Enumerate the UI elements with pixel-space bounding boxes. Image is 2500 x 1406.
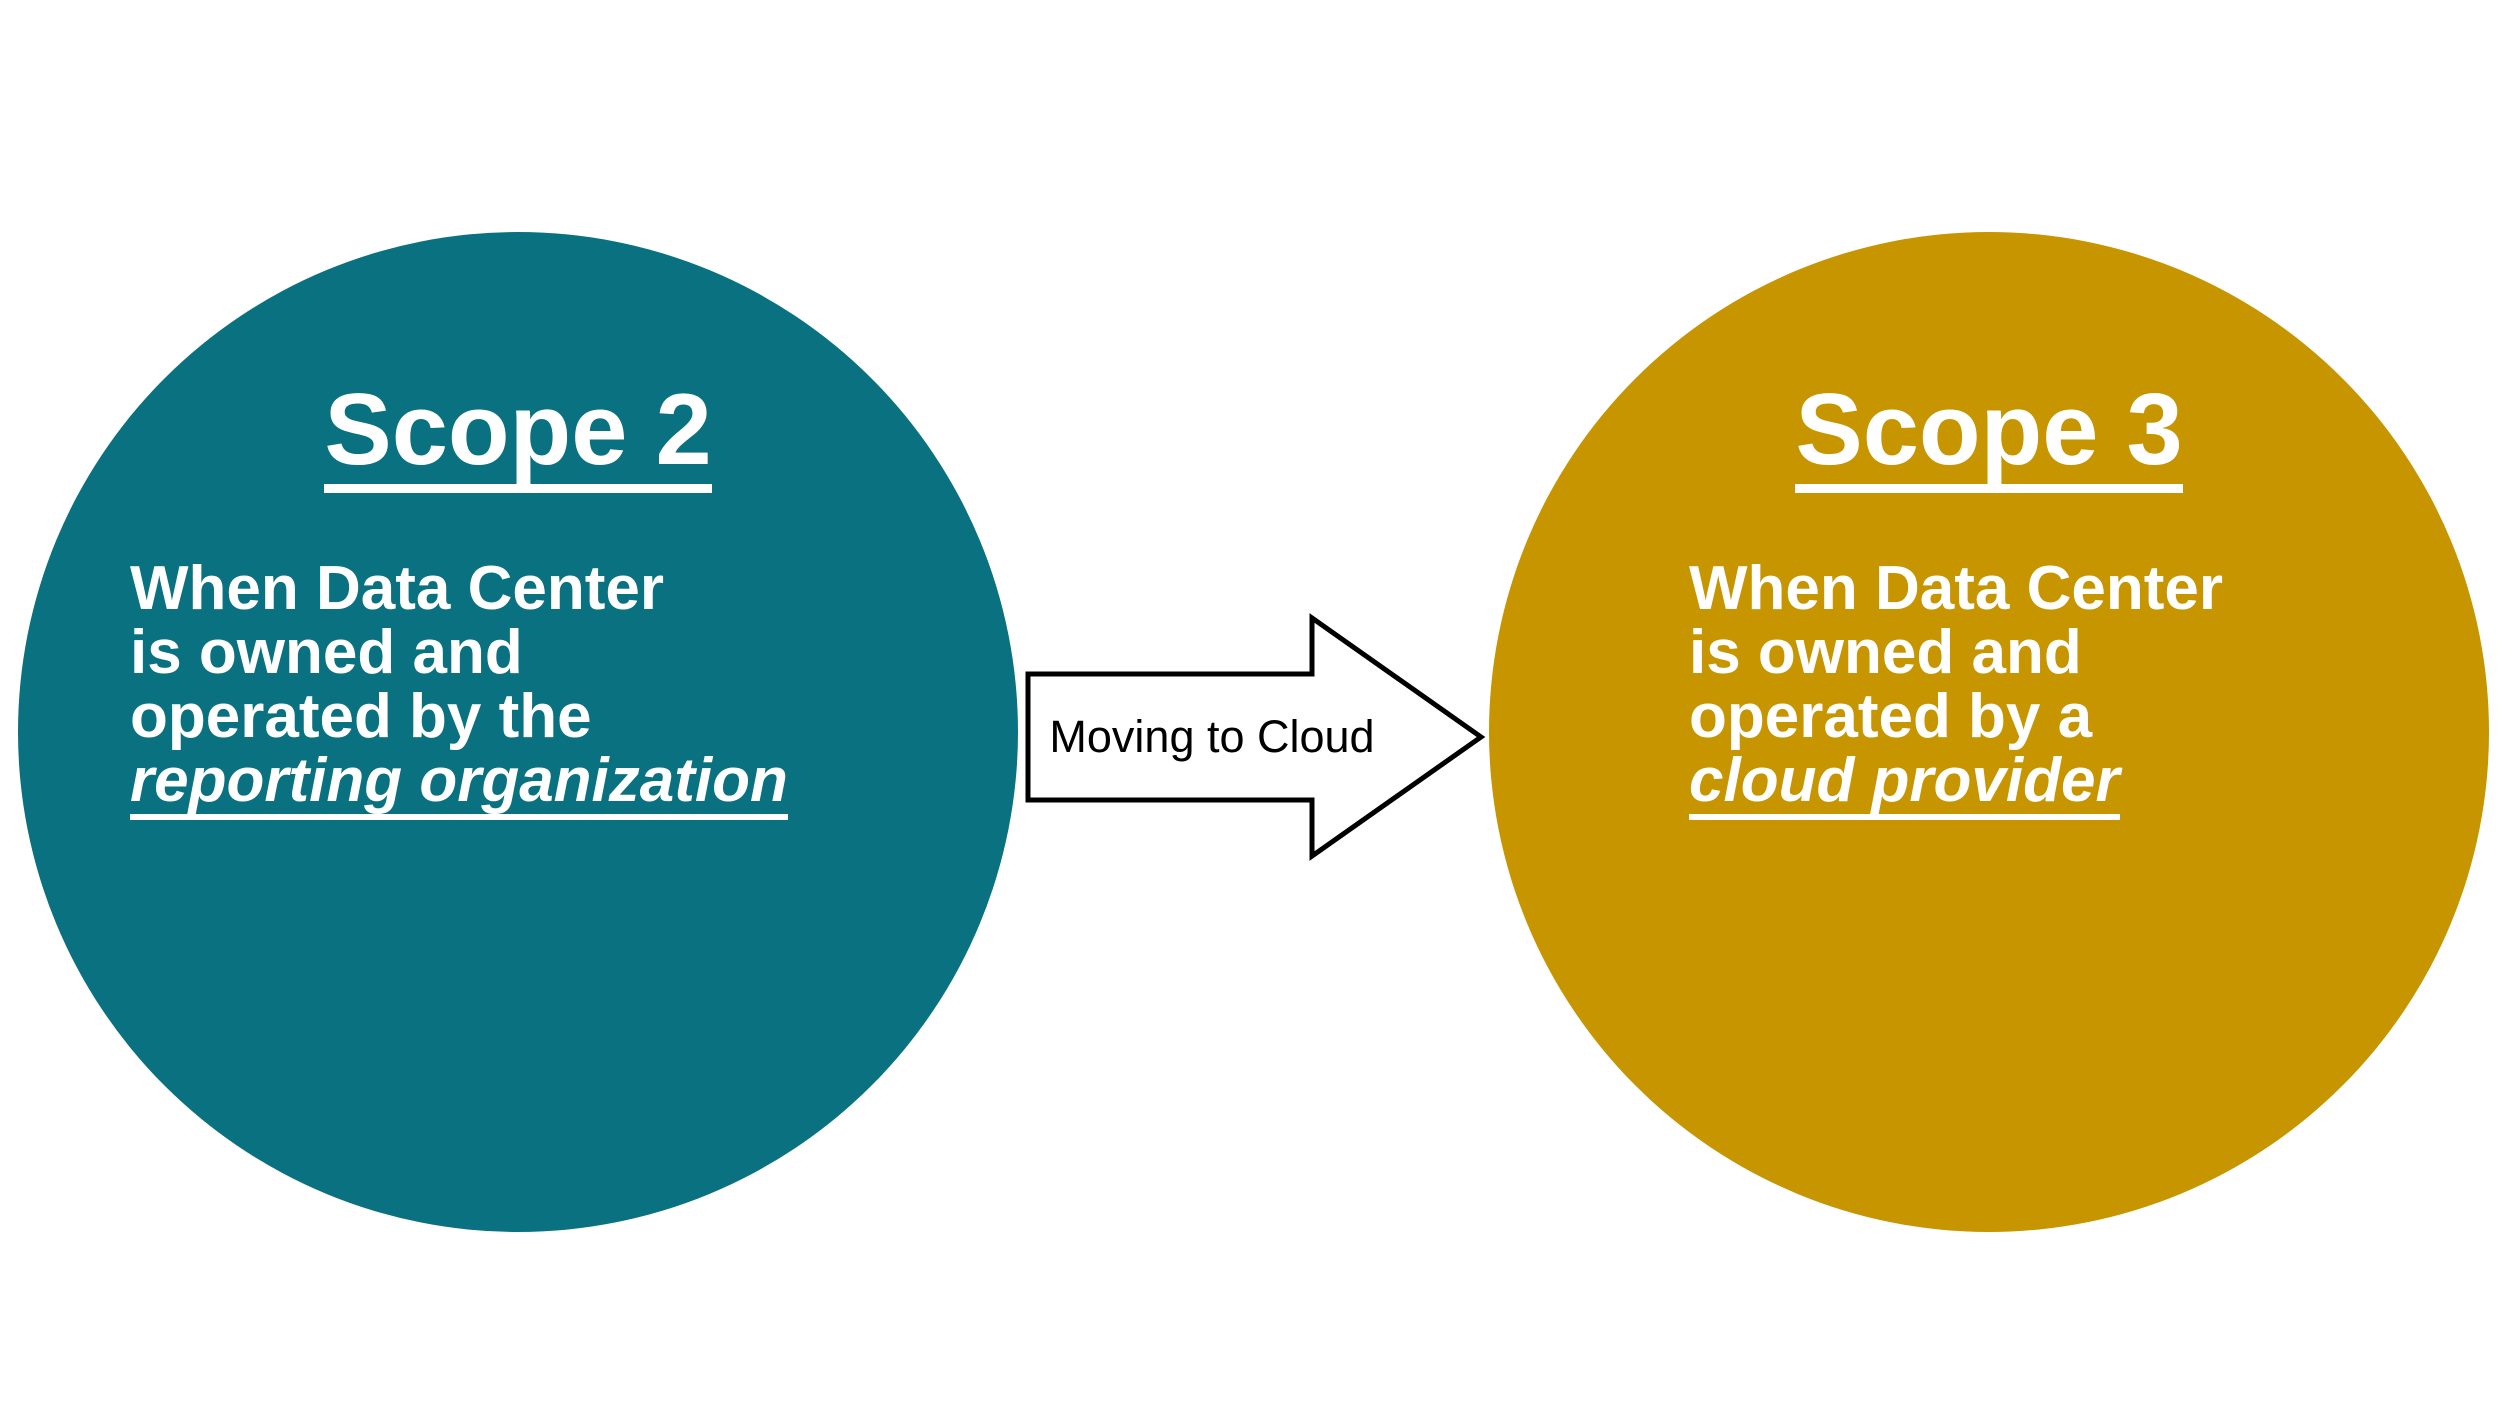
scope3-title-text: Scope 3 xyxy=(1795,380,2183,493)
scope2-body-line-3: operated by the xyxy=(130,682,592,751)
scope2-emphasis-wrap: reporting organization xyxy=(130,749,788,820)
arrow-shape xyxy=(1025,613,1486,861)
block-arrow-icon xyxy=(1025,613,1486,861)
scope2-body-line-1: When Data Center xyxy=(130,554,664,623)
scope2-emphasis-text: reporting organization xyxy=(130,749,788,820)
scope2-content: Scope 2 When Data Center is owned and op… xyxy=(18,232,1018,1232)
moving-to-cloud-connector[interactable]: Moving to Cloud xyxy=(1022,612,1487,862)
scope3-body-line-2: is owned and xyxy=(1689,618,2082,687)
scope3-content: Scope 3 When Data Center is owned and op… xyxy=(1489,232,2489,1232)
scope2-circle[interactable]: Scope 2 When Data Center is owned and op… xyxy=(18,232,1018,1232)
scope2-body-text: When Data Center is owned and operated b… xyxy=(130,554,788,820)
scope3-title: Scope 3 xyxy=(1489,380,2489,493)
scope2-title: Scope 2 xyxy=(18,380,1018,493)
scope3-body-text: When Data Center is owned and operated b… xyxy=(1689,557,2309,820)
scope2-title-text: Scope 2 xyxy=(324,380,712,493)
scope3-body-line-3: operated by a xyxy=(1689,682,2093,751)
scope2-body-line-2: is owned and xyxy=(130,618,523,687)
scope3-body-line-1: When Data Center xyxy=(1689,554,2223,623)
scope3-emphasis-wrap: cloud provider xyxy=(1689,749,2309,820)
scope3-circle[interactable]: Scope 3 When Data Center is owned and op… xyxy=(1489,232,2489,1232)
scope3-emphasis-text: cloud provider xyxy=(1689,749,2120,820)
